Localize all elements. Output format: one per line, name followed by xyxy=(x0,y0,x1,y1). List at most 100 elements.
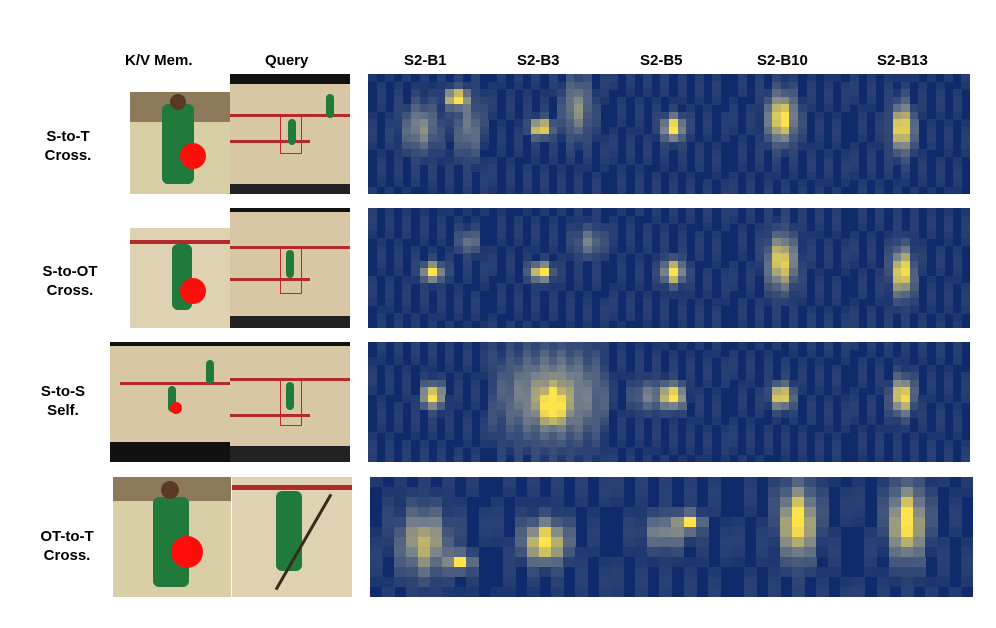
heatmap-cell xyxy=(454,141,463,150)
heatmap-cell xyxy=(797,439,807,448)
heatmap-cell xyxy=(548,126,558,135)
heatmap-cell xyxy=(763,379,773,388)
heatmap-cell xyxy=(430,557,444,567)
heatmap-cell xyxy=(797,141,807,150)
heatmap-cell xyxy=(505,417,515,425)
heatmap-cell xyxy=(505,394,515,403)
heatmap-cell xyxy=(961,126,970,135)
heatmap-cell xyxy=(711,156,721,165)
heatmap-cell xyxy=(883,402,893,410)
heatmap-cell xyxy=(402,305,412,314)
heatmap-cell xyxy=(539,119,549,127)
heatmap-cell xyxy=(686,424,696,433)
heatmap-cell xyxy=(445,81,455,90)
heatmap-cell xyxy=(901,409,911,418)
heatmap-cell xyxy=(393,119,403,127)
heatmap-cell xyxy=(797,245,807,254)
heatmap-cell xyxy=(694,394,704,403)
heatmap-cell xyxy=(883,245,893,254)
heatmap-cell xyxy=(936,547,950,557)
heatmap-cell xyxy=(797,179,807,187)
heatmap-cell xyxy=(411,179,420,187)
heatmap-cell xyxy=(522,417,532,425)
heatmap-cell xyxy=(574,253,584,261)
heatmap-cell xyxy=(574,171,584,180)
heatmap-cell xyxy=(428,409,438,418)
heatmap-cell xyxy=(488,253,498,261)
heatmap-cell xyxy=(780,96,790,105)
heatmap-cell xyxy=(737,149,747,157)
heatmap-cell xyxy=(892,119,902,127)
heatmap-cell xyxy=(883,111,893,120)
heatmap-cell xyxy=(948,487,962,497)
heatmap-cell xyxy=(574,394,584,403)
heatmap-cell xyxy=(502,587,516,597)
heatmap-cell xyxy=(858,215,868,224)
heatmap-cell xyxy=(385,439,395,448)
heatmap-cell xyxy=(720,179,730,187)
heatmap-cell xyxy=(823,245,833,254)
heatmap-cell xyxy=(574,134,584,142)
heatmap-cell xyxy=(660,305,670,314)
heatmap-cell xyxy=(892,268,902,276)
heatmap-cell xyxy=(608,245,618,254)
heatmap-cell xyxy=(720,372,730,380)
heatmap-cell xyxy=(832,141,842,150)
heatmap-cell xyxy=(780,527,794,537)
heatmap-cell xyxy=(608,313,618,321)
heatmap-cell xyxy=(634,439,644,448)
heatmap-cell xyxy=(789,379,799,388)
heatmap-cell xyxy=(763,432,773,440)
heatmap-cell xyxy=(952,253,962,261)
heatmap-cell xyxy=(582,156,592,165)
heatmap-cell xyxy=(883,134,893,142)
heatmap-cell xyxy=(858,364,868,373)
heatmap-cell xyxy=(707,497,721,507)
heatmap-cell xyxy=(797,268,807,276)
heatmap-cell xyxy=(677,283,687,291)
heatmap-cell xyxy=(617,283,627,291)
heatmap-cell xyxy=(625,156,635,165)
heatmap-cell xyxy=(772,313,782,321)
heatmap-cell xyxy=(806,417,816,425)
heatmap-cell xyxy=(875,119,885,127)
heatmap-cell xyxy=(479,171,489,180)
heatmap-cell xyxy=(754,402,764,410)
heatmap-cell xyxy=(557,357,567,365)
heatmap-cell xyxy=(901,402,911,410)
heatmap-cell xyxy=(832,364,842,373)
heatmap-cell xyxy=(924,517,938,527)
heatmap-cell xyxy=(960,557,973,567)
heatmap-cell xyxy=(557,186,567,194)
heatmap-cell xyxy=(411,275,420,284)
heatmap-cell xyxy=(792,537,806,547)
heatmap-cell xyxy=(755,517,769,527)
heatmap-cell xyxy=(419,149,429,157)
heatmap-cell xyxy=(539,394,549,403)
heatmap-cell xyxy=(952,357,962,365)
heatmap-cell xyxy=(944,186,954,194)
heatmap-cell xyxy=(695,547,709,557)
heatmap-cell xyxy=(393,126,403,135)
heatmap-cell xyxy=(892,275,902,284)
heatmap-cell xyxy=(635,497,649,507)
heatmap-cell xyxy=(686,208,696,216)
heatmap-cell xyxy=(875,454,885,462)
heatmap-cell xyxy=(944,275,954,284)
heatmap-cell xyxy=(479,89,489,97)
heatmap-cell xyxy=(797,290,807,299)
heatmap-cell xyxy=(918,179,928,187)
heatmap-cell xyxy=(772,409,782,418)
heatmap-cell xyxy=(754,89,764,97)
heatmap-cell xyxy=(462,134,472,142)
heatmap-cell xyxy=(729,104,739,112)
heatmap-cell xyxy=(651,372,661,380)
heatmap-cell xyxy=(370,537,383,547)
heatmap-cell xyxy=(883,260,893,269)
heatmap-cell xyxy=(683,527,697,537)
heatmap-cell xyxy=(789,260,799,269)
heatmap-cell xyxy=(635,527,649,537)
heatmap-cell xyxy=(539,186,549,194)
heatmap-cell xyxy=(419,454,429,462)
heatmap-cell xyxy=(746,119,756,127)
